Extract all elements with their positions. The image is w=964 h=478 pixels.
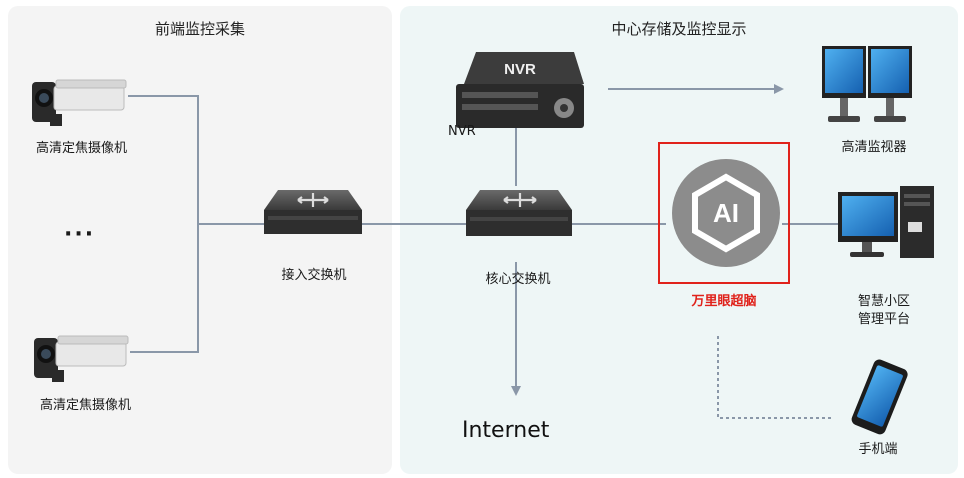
front-end-title: 前端监控采集 — [154, 20, 245, 38]
platform-label-line1: 智慧小区 — [857, 294, 911, 309]
camera-bottom-label: 高清定焦摄像机 — [40, 398, 132, 413]
core-switch-label: 核心交换机 — [485, 272, 551, 287]
ai-badge: AI — [713, 198, 739, 228]
line-camera-top — [128, 95, 199, 224]
nvr-badge: NVR — [504, 61, 536, 78]
camera-bottom-icon — [34, 335, 129, 382]
ai-brain-icon: AI — [672, 159, 780, 267]
more-cameras-ellipsis: ··· — [64, 222, 96, 247]
ai-brain-highlight-frame — [658, 142, 790, 284]
monitor-icon — [822, 46, 912, 122]
ai-brain-label: 万里眼超脑 — [691, 294, 757, 309]
mobile-label: 手机端 — [858, 442, 898, 457]
camera-top-label: 高清定焦摄像机 — [36, 141, 128, 156]
platform-label-line2: 管理平台 — [857, 312, 911, 327]
center-title: 中心存储及监控显示 — [611, 20, 747, 38]
monitor-label: 高清监视器 — [841, 140, 907, 155]
internet-label: Internet — [462, 418, 550, 443]
mobile-phone-icon — [851, 359, 908, 435]
line-camera-bottom — [130, 224, 199, 353]
access-switch-icon — [264, 190, 362, 234]
connection-lines — [128, 84, 838, 419]
camera-top-icon — [32, 79, 127, 126]
desktop-computer-icon — [838, 186, 934, 258]
core-switch-icon — [466, 190, 572, 236]
access-switch-label: 接入交换机 — [281, 268, 347, 283]
nvr-label: NVR — [448, 124, 476, 139]
line-ai-to-mobile — [717, 336, 834, 419]
nvr-icon: NVR — [456, 52, 584, 128]
